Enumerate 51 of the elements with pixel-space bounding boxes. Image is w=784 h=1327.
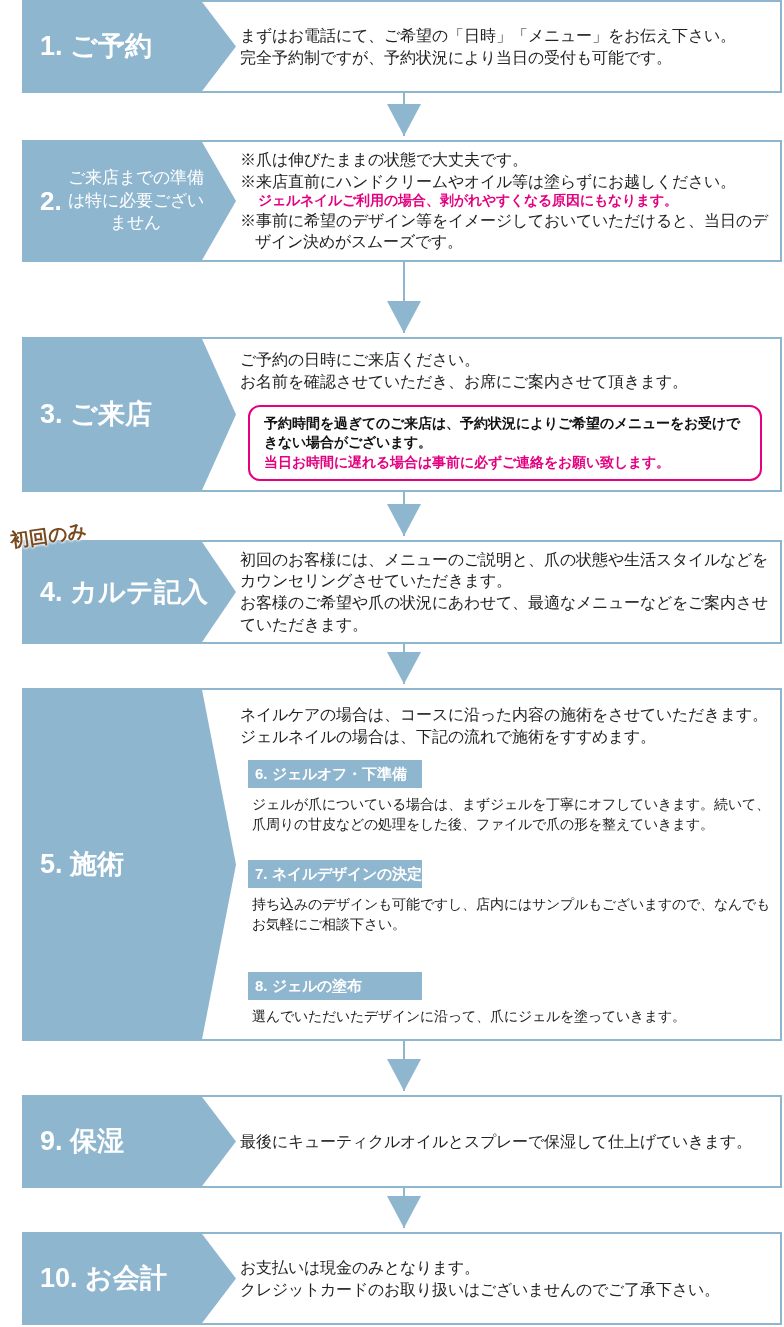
step-label <box>24 1234 236 1323</box>
warning-text: ジェルネイルご利用の場合、剥がれやすくなる原因にもなります。 <box>257 192 679 210</box>
notice-text: 予約時間を過ぎてのご来店は、予約状況によりご希望のメニューをお受けできない場合がございます。 <box>264 413 742 453</box>
step-text: 選んでいただいたデザインに沿って、爪にジェルを塗っていきます。 <box>251 1007 687 1026</box>
step-panel <box>22 140 782 262</box>
step-text: 最後にキューティクルオイルとスプレーで保湿して仕上げていきます。 <box>240 1131 753 1152</box>
step-label <box>24 690 236 1039</box>
step-heading: 9. 保湿 <box>40 1125 125 1159</box>
substep-bar: 6. ジェルオフ・下準備 <box>248 760 422 788</box>
step-text: 初回のお客様には、メニューのご説明と、爪の状態や生活スタイルなどをカウンセリングさせていただきます。 <box>240 549 769 592</box>
badge-text: 初回のみ <box>8 518 88 554</box>
step-heading: 3. ご来店 <box>40 398 153 432</box>
step-text: クレジットカードのお取り扱いはございませんのでご了承下さい。 <box>240 1279 721 1300</box>
step-text: 持ち込みのデザインも可能ですし、店内にはサンプルもございますので、なんでもお気軽にご相談下さい。 <box>251 895 771 935</box>
step-text: ※爪は伸びたままの状態で大丈夫です。 <box>240 149 529 170</box>
arrow <box>387 491 421 537</box>
step-panel <box>22 337 782 492</box>
warning-text: 当日お時間に遅れる場合は事前に必ずご連絡をお願い致します。 <box>264 452 671 472</box>
arrow <box>387 1187 421 1229</box>
step-panel <box>22 688 782 1041</box>
step-label <box>24 339 236 490</box>
step-text: お支払いは現金のみとなります。 <box>240 1257 481 1278</box>
substep-bar: 8. ジェルの塗布 <box>248 972 422 1000</box>
arrow <box>387 261 421 334</box>
arrow <box>387 1040 421 1092</box>
step-label <box>24 1097 236 1186</box>
step-text: ご予約の日時にご来店ください。 <box>240 350 481 370</box>
step-text: お客様のご希望や爪の状況にあわせて、最適なメニューなどをご案内させていただきます。 <box>240 593 769 635</box>
arrow <box>387 643 421 685</box>
step-heading: 1. ご予約 <box>40 30 153 64</box>
step-text: まずはお電話にて、ご希望の「日時」「メニュー」をお伝え下さい。 <box>240 25 737 46</box>
step-text: ※事前に希望のデザイン等をイメージしておいていただけると、当日のデザイン決めがスムーズです。 <box>240 210 770 253</box>
step-text: ジェルが爪についている場合は、まずジェルを丁寧にオフしていきます。続いて、爪周りの甘皮などの処理をした後、ファイルで爪の形を整えていきます。 <box>251 795 771 835</box>
notice-box <box>248 405 762 481</box>
step-panel <box>22 0 782 93</box>
step-panel <box>22 1232 782 1325</box>
step-heading: 4. カルテ記入 <box>40 575 209 609</box>
step-text: 完全予約制ですが、予約状況により当日の受付も可能です。 <box>240 47 673 68</box>
step-text: ※来店直前にハンドクリームやオイル等は塗らずにお越しください。 <box>240 171 737 192</box>
substep-bar: 7. ネイルデザインの決定 <box>248 860 422 888</box>
step-heading: ご来店までの準備は特に必要ございません <box>67 166 204 235</box>
step-label <box>24 2 236 91</box>
step-label <box>24 142 236 260</box>
step-panel <box>22 1095 782 1188</box>
step-heading: 5. 施術 <box>40 848 125 882</box>
step-number: 2. <box>40 184 62 218</box>
step-text: ジェルネイルの場合は、下記の流れで施術をすすめます。 <box>240 726 657 747</box>
step-text: ネイルケアの場合は、コースに沿った内容の施術をさせていただきます。 <box>240 705 769 725</box>
arrow <box>387 92 421 137</box>
step-heading: 10. お会計 <box>40 1262 168 1296</box>
step-text: お名前を確認させていただき、お席にご案内させて頂きます。 <box>240 371 689 392</box>
